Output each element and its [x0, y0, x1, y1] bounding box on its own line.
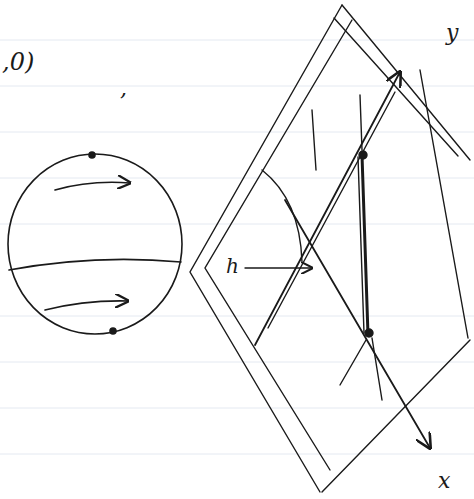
axis-label: y [446, 22, 458, 44]
ruled-lines [0, 40, 474, 454]
plane-sketch [190, 5, 470, 492]
sphere [8, 152, 182, 334]
axis-label: h [226, 256, 239, 276]
axis-label: , [120, 78, 127, 100]
axis-label: x [438, 470, 450, 492]
axis-label: ,0) [2, 50, 34, 74]
